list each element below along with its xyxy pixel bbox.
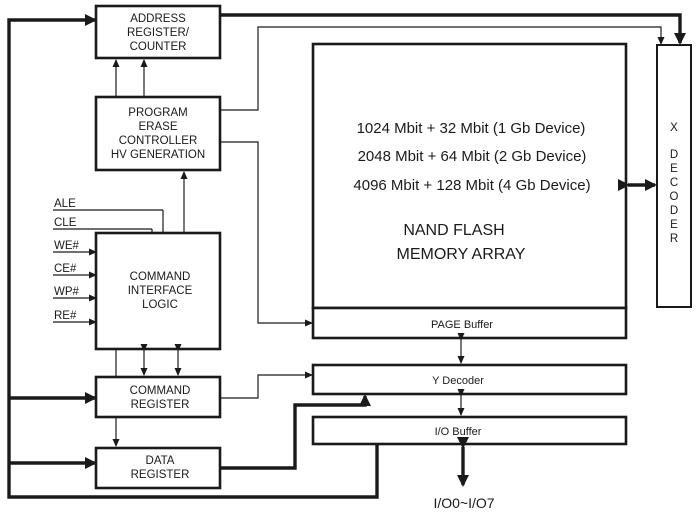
y-decoder-label: Y Decoder: [432, 375, 484, 387]
data-buses: [7, 13, 686, 499]
program-controller-line-4: HV GENERATION: [111, 149, 205, 161]
data-register-line-1: DATA: [146, 455, 175, 467]
data-register-block: DATA REGISTER: [94, 446, 222, 490]
x-decoder-letter: X: [670, 122, 678, 134]
command-register-line-1: COMMAND: [130, 385, 191, 397]
address-register-line-2: REGISTER/: [127, 27, 190, 39]
signal-re: RE#: [54, 310, 77, 322]
program-controller-line-1: PROGRAM: [128, 107, 187, 119]
control-connections: [112, 26, 665, 447]
page-buffer-label: PAGE Buffer: [431, 319, 493, 331]
capacity-2gb: 2048 Mbit + 64 Mbit (2 Gb Device): [358, 148, 587, 165]
x-decoder-letter: E: [670, 163, 678, 175]
command-interface-line-3: LOGIC: [142, 299, 178, 311]
capacity-4gb: 4096 Mbit + 128 Mbit (4 Gb Device): [353, 177, 590, 194]
signal-wp: WP#: [54, 286, 80, 298]
signal-cle: CLE: [54, 217, 77, 229]
memory-array-block: 1024 Mbit + 32 Mbit (1 Gb Device) 2048 M…: [311, 42, 628, 310]
program-controller-block: PROGRAM ERASE CONTROLLER HV GENERATION: [94, 95, 222, 172]
signal-ale: ALE: [54, 198, 76, 210]
command-interface-block: COMMAND INTERFACE LOGIC: [94, 231, 222, 351]
io-pins-label: I/O0~I/O7: [433, 495, 494, 511]
program-controller-line-3: CONTROLLER: [119, 135, 198, 147]
io-buffer-block: I/O Buffer: [311, 415, 628, 446]
x-decoder-letter: C: [670, 177, 678, 189]
command-interface-line-2: INTERFACE: [128, 285, 193, 297]
y-decoder-block: Y Decoder: [311, 363, 628, 396]
command-register-line-2: REGISTER: [131, 399, 190, 411]
x-decoder-letter: E: [670, 219, 678, 231]
control-signals: ALE CLE WE# CE# WP# RE#: [53, 198, 164, 326]
command-register-block: COMMAND REGISTER: [94, 375, 222, 419]
x-decoder-letter: D: [670, 205, 678, 217]
address-register-block: ADDRESS REGISTER/ COUNTER: [94, 4, 222, 60]
memory-array-title-2: MEMORY ARRAY: [397, 246, 526, 263]
address-register-line-3: COUNTER: [130, 41, 187, 53]
page-buffer-block: PAGE Buffer: [311, 306, 628, 340]
signal-ce: CE#: [54, 263, 77, 275]
io-buffer-label: I/O Buffer: [435, 426, 482, 438]
x-decoder-letter: O: [670, 191, 679, 203]
program-controller-line-2: ERASE: [139, 121, 178, 133]
x-decoder-letter: R: [670, 233, 678, 245]
address-register-line-1: ADDRESS: [130, 13, 186, 25]
x-decoder-block: X D E C O D E R: [656, 44, 692, 308]
capacity-1gb: 1024 Mbit + 32 Mbit (1 Gb Device): [357, 120, 586, 137]
signal-we: WE#: [54, 240, 80, 252]
memory-array-title-1: NAND FLASH: [403, 222, 504, 239]
x-decoder-letter: D: [670, 149, 678, 161]
data-register-line-2: REGISTER: [131, 469, 190, 481]
command-interface-line-1: COMMAND: [130, 271, 191, 283]
